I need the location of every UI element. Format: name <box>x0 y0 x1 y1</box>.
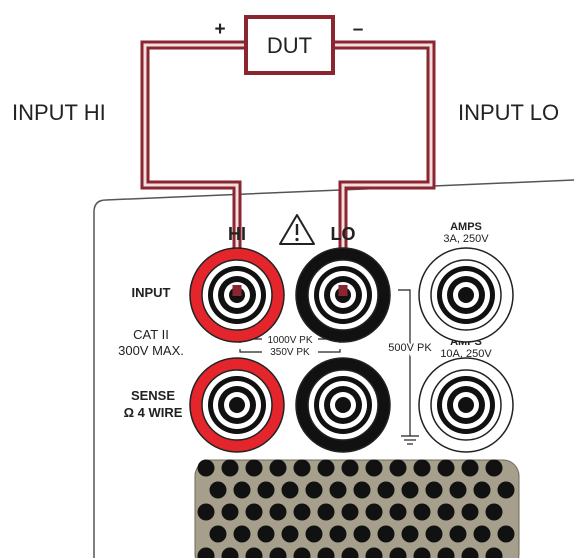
instrument-panel <box>93 179 574 558</box>
vent-hole <box>497 481 515 499</box>
vent-hole <box>317 547 335 558</box>
max-voltage-label: 300V MAX. <box>118 343 184 358</box>
vent-hole <box>497 525 515 543</box>
input-row-label: INPUT <box>132 285 171 300</box>
vent-hole <box>437 459 455 477</box>
vent-hole <box>449 481 467 499</box>
vent-hole <box>257 481 275 499</box>
vent-hole <box>341 459 359 477</box>
vent-hole <box>461 547 479 558</box>
vent-hole <box>329 525 347 543</box>
vent-hole <box>485 547 503 558</box>
vent-hole <box>197 503 215 521</box>
vent-hole <box>377 525 395 543</box>
vent-hole <box>341 547 359 558</box>
vent-hole <box>437 503 455 521</box>
vent-hole <box>401 525 419 543</box>
vent-hole <box>449 525 467 543</box>
vent-hole <box>221 547 239 558</box>
amps-3a-jack[interactable] <box>418 247 514 343</box>
cat-ii-label: CAT II <box>133 327 169 342</box>
vent-hole <box>437 547 455 558</box>
vent-hole <box>305 481 323 499</box>
vent-hole <box>221 459 239 477</box>
amps-3a-title: AMPS <box>450 221 482 233</box>
lead-plugs <box>232 285 348 296</box>
vent-hole <box>461 459 479 477</box>
vent-hole <box>197 547 215 558</box>
hi-terminal-label: HI <box>228 224 246 244</box>
vent-hole <box>341 503 359 521</box>
amps-10a-rating: 10A, 250V <box>440 348 492 360</box>
vent-hole <box>269 459 287 477</box>
dut-box <box>244 15 335 75</box>
vent-hole <box>233 481 251 499</box>
vent-hole <box>245 547 263 558</box>
four-wire-label: Ω 4 WIRE <box>124 405 183 420</box>
vent-hole <box>305 525 323 543</box>
vent-hole <box>293 547 311 558</box>
vent-hole <box>389 459 407 477</box>
vent-hole <box>221 503 239 521</box>
vent-hole <box>209 525 227 543</box>
vent-hole <box>269 503 287 521</box>
lo-terminal-label: LO <box>331 224 356 244</box>
vent-hole <box>233 525 251 543</box>
vent-hole <box>413 503 431 521</box>
350v-pk-label: 350V PK <box>270 347 310 358</box>
test-leads <box>140 40 436 290</box>
vent-hole <box>473 481 491 499</box>
sense-lo-jack[interactable] <box>295 357 391 453</box>
vent-hole <box>353 481 371 499</box>
dut-minus-sign: – <box>353 19 364 40</box>
vent-hole <box>401 481 419 499</box>
amps-10a-jack[interactable] <box>418 357 514 453</box>
vent-hole <box>245 503 263 521</box>
vent-hole <box>281 481 299 499</box>
vent-hole <box>425 525 443 543</box>
vent-hole <box>209 481 227 499</box>
dut-label: DUT <box>267 33 312 58</box>
vent-hole <box>317 459 335 477</box>
input-lo-label: INPUT LO <box>458 100 559 125</box>
vent-hole <box>485 459 503 477</box>
vent-hole <box>425 481 443 499</box>
1000v-pk-label: 1000V PK <box>267 335 312 346</box>
sense-hi-jack[interactable] <box>189 357 285 453</box>
vent-hole <box>293 503 311 521</box>
500v-pk-label: 500V PK <box>388 342 432 354</box>
dut-plus-sign: + <box>214 19 225 40</box>
vent-hole <box>473 525 491 543</box>
vent-hole <box>461 503 479 521</box>
vent-hole <box>365 503 383 521</box>
vent-hole <box>197 459 215 477</box>
vent-hole <box>353 525 371 543</box>
vent-hole <box>281 525 299 543</box>
vent-hole <box>413 459 431 477</box>
vent-hole <box>317 503 335 521</box>
vent-hole <box>485 503 503 521</box>
amps-3a-rating: 3A, 250V <box>443 233 489 245</box>
vent-hole <box>329 481 347 499</box>
vent-hole <box>389 503 407 521</box>
vent-hole <box>269 547 287 558</box>
vent-hole <box>365 547 383 558</box>
vent-hole <box>245 459 263 477</box>
vent-hole <box>377 481 395 499</box>
input-hi-label: INPUT HI <box>12 100 106 125</box>
sense-row-label: SENSE <box>131 388 175 403</box>
vent-hole <box>293 459 311 477</box>
vent-hole <box>389 547 407 558</box>
vent-hole <box>413 547 431 558</box>
vent-hole <box>365 459 383 477</box>
vent-grille <box>194 459 520 558</box>
vent-hole <box>257 525 275 543</box>
warning-icon <box>279 214 315 245</box>
